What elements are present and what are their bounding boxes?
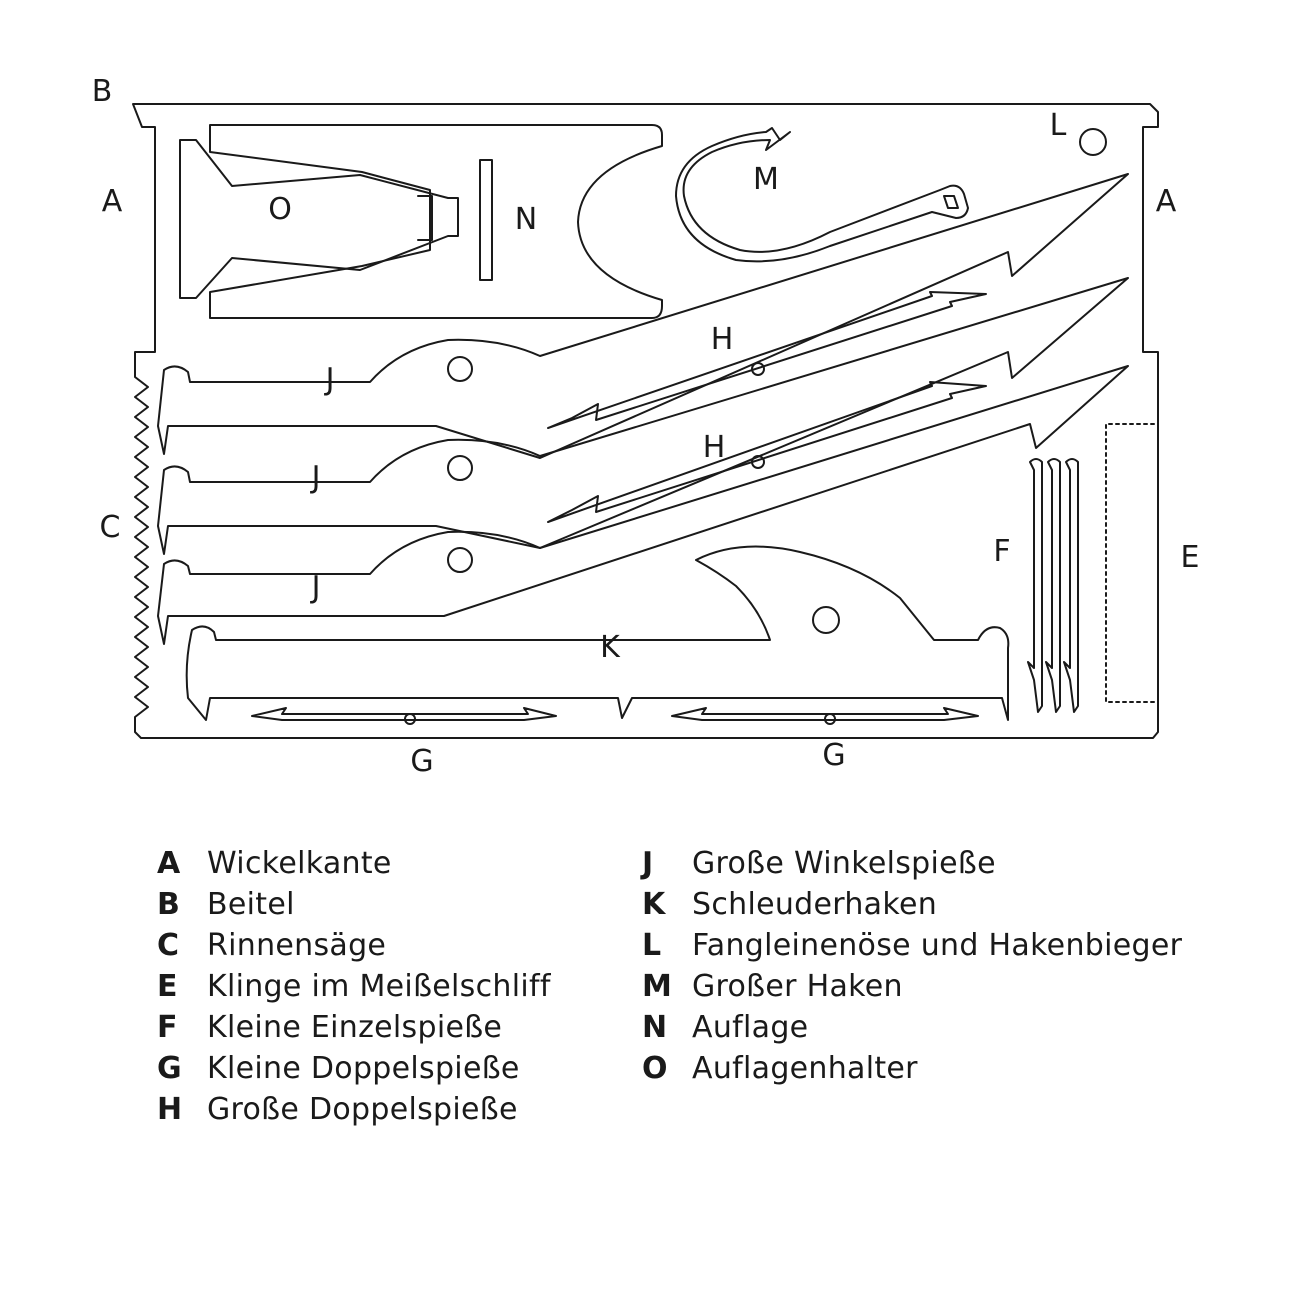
- label-k: K: [600, 630, 620, 665]
- legend-item: L Fangleinenöse und Hakenbieger: [642, 925, 1182, 966]
- legend-item: G Kleine Doppelspieße: [157, 1048, 551, 1089]
- part-j-spear-3: [157, 365, 1129, 645]
- label-h-top: H: [710, 322, 734, 357]
- part-j-spear-3-hole: [447, 547, 473, 573]
- legend-text: Große Doppelspieße: [207, 1092, 518, 1127]
- part-j-spear-1-hole: [447, 356, 473, 382]
- legend-item: E Klinge im Meißelschliff: [157, 966, 551, 1007]
- legend-right: J Große Winkelspieße K Schleuderhaken L Fan…: [642, 843, 1182, 1089]
- part-f-spear-1: [1027, 458, 1043, 713]
- legend-key: H: [157, 1092, 183, 1127]
- legend-key: F: [157, 1010, 178, 1045]
- label-h-bottom: H: [702, 430, 726, 465]
- label-c: C: [99, 510, 121, 545]
- part-j-spear-2-hole: [447, 455, 473, 481]
- legend-text: Wickelkante: [207, 846, 392, 881]
- label-j-mid: J: [311, 460, 321, 495]
- card-outline: [132, 103, 1159, 739]
- label-b: B: [91, 74, 113, 109]
- part-k-hook: [185, 545, 1010, 721]
- legend-item: B Beitel: [157, 884, 551, 925]
- legend-text: Beitel: [207, 887, 295, 922]
- part-g-spear-1: [251, 707, 557, 721]
- label-j-bottom: J: [311, 570, 321, 605]
- part-n-plate: [479, 159, 493, 281]
- legend-item: C Rinnensäge: [157, 925, 551, 966]
- legend-item: A Wickelkante: [157, 843, 551, 884]
- part-j-spear-1: [157, 173, 1129, 459]
- legend-text: Kleine Einzelspieße: [207, 1010, 503, 1045]
- legend-left: A Wickelkante B Beitel C Rinnensäge E Klinge…: [157, 843, 551, 1130]
- legend-key: N: [642, 1010, 668, 1045]
- survival-card-diagram: [132, 103, 1159, 739]
- legend-key: G: [157, 1051, 182, 1086]
- label-o: O: [268, 192, 292, 227]
- legend-item: H Große Doppelspieße: [157, 1089, 551, 1130]
- legend-item: F Kleine Einzelspieße: [157, 1007, 551, 1048]
- label-a-right: A: [1155, 184, 1177, 219]
- part-g-spear-2: [671, 707, 979, 721]
- part-o-inner-line: [417, 195, 433, 241]
- legend-key: L: [642, 928, 662, 963]
- part-g-spear-1-ring: [404, 713, 416, 725]
- legend-text: Rinnensäge: [207, 928, 387, 963]
- label-j-top: J: [325, 362, 335, 397]
- legend-key: O: [642, 1051, 668, 1086]
- part-o-holder: [179, 139, 459, 299]
- legend-item: J Große Winkelspieße: [642, 843, 1182, 884]
- label-e: E: [1180, 540, 1200, 575]
- legend-key: K: [642, 887, 666, 922]
- legend-text: Kleine Doppelspieße: [207, 1051, 520, 1086]
- part-f-spear-2: [1045, 458, 1061, 713]
- part-j-spear-2: [157, 277, 1129, 555]
- legend-item: O Auflagenhalter: [642, 1048, 1182, 1089]
- label-m: M: [753, 162, 779, 197]
- part-g-spear-2-ring: [824, 713, 836, 725]
- part-l-eyelet: [1079, 128, 1107, 156]
- legend-text: Fangleinenöse und Hakenbieger: [692, 928, 1183, 963]
- part-plate: [209, 124, 663, 319]
- legend-item: N Auflage: [642, 1007, 1182, 1048]
- part-e-blade-edge: [1105, 423, 1155, 703]
- part-h-spear-1-ring: [751, 362, 765, 376]
- part-h-spear-1: [547, 291, 987, 429]
- legend-item: K Schleuderhaken: [642, 884, 1182, 925]
- part-k-hole: [812, 606, 840, 634]
- part-f-spear-3: [1063, 458, 1079, 713]
- legend-key: C: [157, 928, 180, 963]
- legend-text: Großer Haken: [692, 969, 903, 1004]
- legend-text: Große Winkelspieße: [692, 846, 996, 881]
- label-g-right: G: [822, 738, 846, 773]
- legend-text: Auflagenhalter: [692, 1051, 918, 1086]
- label-n: N: [514, 202, 538, 237]
- legend-item: M Großer Haken: [642, 966, 1182, 1007]
- legend-key: J: [642, 846, 654, 881]
- label-a-left: A: [101, 184, 123, 219]
- label-f: F: [993, 534, 1011, 569]
- part-h-spear-2-ring: [751, 455, 765, 469]
- part-m-hook: [675, 127, 969, 263]
- legend-text: Klinge im Meißelschliff: [207, 969, 551, 1004]
- legend-key: E: [157, 969, 178, 1004]
- legend-key: M: [642, 969, 672, 1004]
- legend-key: A: [157, 846, 181, 881]
- legend-text: Auflage: [692, 1010, 809, 1045]
- legend-key: B: [157, 887, 180, 922]
- part-m-eye: [943, 195, 959, 209]
- legend-text: Schleuderhaken: [692, 887, 938, 922]
- label-l: L: [1049, 108, 1067, 143]
- label-g-left: G: [410, 744, 434, 779]
- part-h-spear-2: [547, 381, 987, 523]
